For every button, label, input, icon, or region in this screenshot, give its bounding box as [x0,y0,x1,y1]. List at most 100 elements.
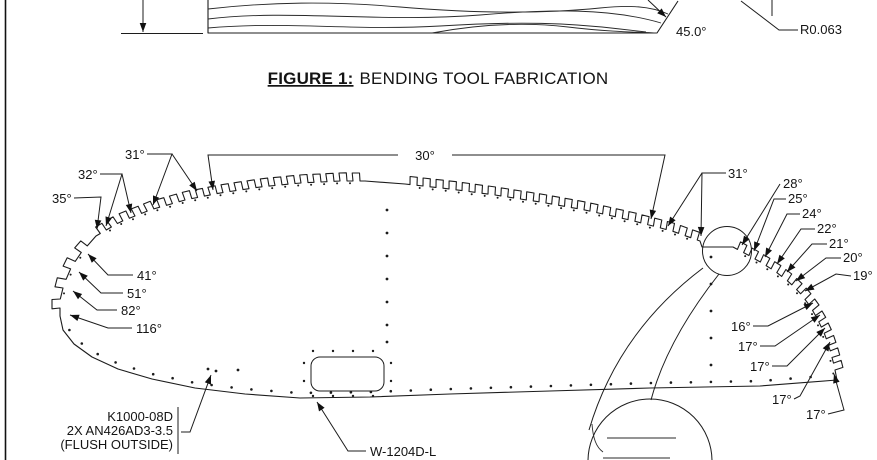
tab-dot [755,261,758,264]
l31ra-arrowhead [668,216,676,226]
l31a-line [147,153,173,206]
rivet-dot [80,342,84,345]
rib-part-number: W-1204D-L [370,444,436,459]
rivet-dot [309,391,313,395]
nutplate-rivet-dot [214,369,218,373]
tab-dot [431,188,434,191]
l25-arrowhead [754,241,761,251]
angle-callout-21: 21° [829,236,849,251]
rivet-dot [230,386,233,389]
angle-callout-20: 20° [843,250,863,265]
rivet-dot [689,381,693,384]
tab-dot [349,182,351,185]
hole-rivet-dot [389,379,393,383]
l16-arrowhead [803,303,813,310]
angle-callout-17-c: 17° [772,392,792,407]
rivet-dot [329,391,333,394]
tooling-dot [385,300,389,304]
access-hole [310,356,385,392]
nutplate-part-number: K1000-08D [107,409,173,424]
l28-line [741,183,781,246]
tab-dot [636,223,639,226]
tab-dot [572,209,575,212]
detail-circle-large [587,398,713,460]
tab-dot [776,275,779,278]
angle-callout-31-left: 31° [125,147,145,162]
l41-arrowhead [88,254,97,263]
hole-rivet-dot [311,349,315,353]
angle-callout-19: 19° [853,268,873,283]
angle-callout-16: 16° [731,319,751,334]
wood-grain-line [431,23,658,34]
dim30-left-line [207,154,398,191]
dim30-right-arrowhead [649,209,657,219]
wood-grain-line [207,22,647,33]
tab-dot [109,229,111,232]
l32b-line [100,173,132,214]
hole-rivet-dot [351,349,355,353]
tab-dot [206,196,209,199]
l21-line [786,243,827,273]
tooling-dot [709,336,713,340]
angle-callout-17-d: 17° [806,407,826,422]
tool-height-dim-arrowhead [139,23,147,32]
rivet-dot [270,389,273,393]
l24-line [764,213,800,258]
corner-radius-callout: R0.063 [800,22,842,37]
l51-arrowhead [79,272,88,281]
tab-dot [181,202,184,204]
tab-dot [297,184,300,187]
l17a-arrowhead [810,315,820,323]
angle-callouts: 30° 31° 32° 35° 41° 51° 82° 116° 31° 28°… [52,147,873,422]
l35-arrowhead [94,219,102,229]
l22-arrowhead [777,254,785,264]
angle-callout-116: 116° [136,321,162,336]
angle-callout-28: 28° [783,176,803,191]
l41-line [87,253,133,276]
l17d-arrowhead [833,374,840,384]
tab-dot [444,189,447,192]
tab-dot [483,194,486,197]
tooling-dot [385,231,389,235]
rivet-dot [250,388,253,391]
tab-dot [744,255,747,258]
tooling-dot [709,309,713,313]
tooling-dot [385,340,389,344]
l31rb-arrowhead [697,226,705,236]
l32a-arrowhead [105,216,112,226]
tab-dot [258,188,261,191]
l22-line [776,228,815,265]
rivet-dot [190,381,194,384]
part-number-leader-line [316,401,366,452]
tab-dot [648,226,651,229]
tab-dot [120,223,123,225]
rivet-dot [709,380,713,384]
tab-dot [63,292,65,295]
l21-arrowhead [787,263,796,272]
rivet-dot [609,382,613,386]
nutplate-leader-arrowhead [204,375,211,385]
rivet-dot [449,387,453,391]
angle-callout-51: 51° [127,286,147,301]
detail-connector-curve [650,273,720,401]
hole-rivet-dot [302,361,306,365]
rivet-dot [389,389,393,393]
l17d-line [827,373,845,415]
rivet-dot [96,352,99,356]
tab-dot [686,237,689,240]
tab-dot [822,335,825,338]
detail-views [587,226,752,460]
rivet-dot [589,383,593,387]
nutplate-leader-line [181,374,212,433]
tab-dot [598,214,601,217]
rivet-dot [789,377,792,380]
tool-block-outline [207,0,679,34]
dim30-left-arrowhead [208,180,215,190]
tab-dot [156,209,159,212]
angle-callout-41: 41° [137,268,157,283]
tab-dot [219,194,222,197]
tab-dot [787,283,790,286]
tab-dot [144,213,147,216]
